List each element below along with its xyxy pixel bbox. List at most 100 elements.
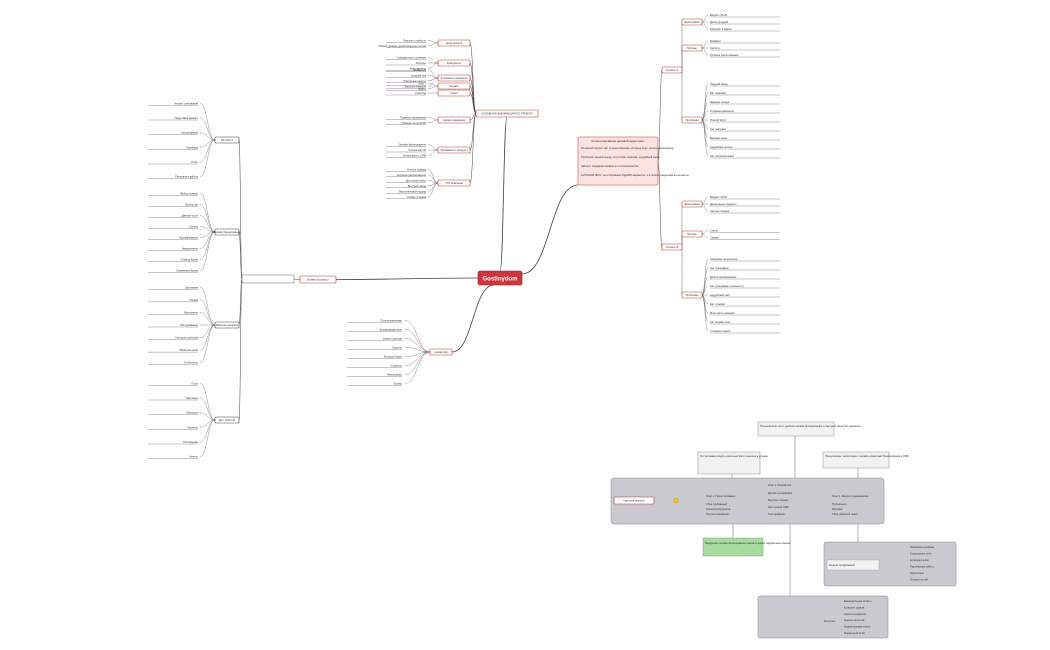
- control-leaf: Анализ конверсии: [844, 612, 866, 616]
- segment-leaf-connector: [701, 196, 709, 205]
- segmentation-line: Проблема: ранний выезд, отсутствие парко…: [581, 155, 661, 159]
- bottom-leaf: Студенты: [390, 364, 402, 368]
- segment-node[interactable]: Сегмент А: [661, 66, 683, 74]
- left-leaf-connector: [199, 412, 216, 421]
- segment-sub[interactable]: Мотивы: [681, 230, 703, 238]
- segment-connector: [657, 69, 663, 162]
- channel-leaf: Отзывы гостей: [910, 578, 928, 582]
- segment-leaf: Комфорт: [710, 39, 722, 43]
- top-leaf-connector: [427, 117, 439, 121]
- segment-sub[interactable]: Демография: [681, 200, 703, 208]
- root-node[interactable]: Gostinydom: [477, 270, 523, 286]
- segment-leaf-connector: [701, 285, 709, 296]
- process-start[interactable]: Карточка проекта: [613, 496, 655, 505]
- top-leaf-connector: [427, 57, 439, 64]
- segment-leaf: Мало фото номеров: [710, 311, 735, 315]
- left-group-box: [214, 416, 240, 424]
- diagram-note: [822, 451, 890, 469]
- left-group-connector: [238, 139, 243, 280]
- top-sub-connector: [469, 92, 477, 114]
- top-subbranch[interactable]: Бюджет: [437, 82, 471, 90]
- segment-sub[interactable]: Проблемы: [681, 116, 703, 124]
- top-subbranch-box: [437, 39, 471, 47]
- top-leaf: Интеграция с CRM: [403, 154, 426, 158]
- top-subbranch-label: Конкуренты: [447, 61, 461, 65]
- left-group[interactable]: Доп. Этап ЦА: [214, 416, 240, 424]
- left-leaf: Передача в работу: [175, 175, 199, 179]
- segment-leaf: Нет парковки: [710, 91, 727, 95]
- segment-leaf-connector: [701, 119, 709, 139]
- left-leaf: Заселение: [185, 285, 198, 289]
- left-group[interactable]: Рабочие процессы: [214, 321, 240, 329]
- left-group-box: [214, 321, 240, 329]
- top-subbranch[interactable]: Требования к продукту: [437, 146, 471, 154]
- left-leaf-connector: [199, 215, 216, 233]
- top-leaf-connector: [427, 69, 439, 79]
- top-subbranch[interactable]: Ключевые показатели: [437, 74, 471, 82]
- top-leaf: Этап 2: [418, 87, 427, 91]
- root-to-top: [499, 116, 508, 272]
- left-group-connector: [238, 278, 243, 326]
- left-leaf: Контроль качества: [175, 336, 198, 340]
- top-subbranch[interactable]: Нормы поведения: [437, 116, 471, 124]
- segment-leaf-connector: [701, 267, 709, 296]
- bottom-leaf-connector: [404, 347, 431, 353]
- left-group[interactable]: КП Этап 0: [214, 136, 240, 144]
- left-leaf-connector: [199, 204, 216, 233]
- root-label: Gostinydom: [482, 277, 517, 283]
- top-leaf: Стандартные гостиницы: [397, 56, 427, 60]
- top-leaf: Хостелы: [416, 61, 426, 65]
- bottom-leaf-connector: [404, 338, 431, 353]
- top-leaf: Доступные цены: [406, 178, 426, 182]
- top-subbranch[interactable]: Сроки: [437, 89, 471, 97]
- segment-leaf-connector: [701, 203, 709, 212]
- segment-sub[interactable]: Проблемы: [681, 291, 703, 299]
- left-leaf: Уборка: [189, 298, 198, 302]
- top-leaf: Персональный подход: [399, 189, 427, 193]
- branch-left[interactable]: Бизнес-процессы: [299, 275, 337, 284]
- left-leaf-connector: [199, 287, 216, 326]
- left-leaf-connector: [199, 231, 216, 238]
- segment-sub[interactable]: Демография: [681, 18, 703, 26]
- top-leaf: Этап 1: [418, 81, 427, 85]
- left-leaf-connector: [199, 231, 216, 260]
- top-sub-connector: [469, 113, 477, 184]
- segment-sub[interactable]: Мотивы: [681, 44, 703, 52]
- control-leaf: Корректировка плана: [844, 625, 870, 629]
- control-leaf: Еженедельные отчёты: [844, 599, 871, 603]
- step2-item: Верстка страниц: [768, 498, 789, 502]
- left-group[interactable]: Онлайн бронирование: [213, 228, 241, 236]
- top-subbranch[interactable]: УТП Компании: [437, 179, 471, 187]
- branch-bottom[interactable]: Анализ ЦА: [429, 348, 453, 356]
- bottom-leaf-connector: [404, 351, 431, 384]
- segment-leaf: Чистота: [710, 46, 720, 50]
- segment-leaf: Статус: [710, 229, 719, 233]
- segment-sub-box: [681, 44, 703, 52]
- segmentation-line: АНТОНИМ ЛИКС: не отображаем ОДНИМ вариан…: [581, 173, 690, 177]
- left-leaf: Отчётность: [184, 361, 199, 365]
- segment-leaf: Сервис: [710, 236, 720, 240]
- left-leaf: Клиенты: [188, 425, 199, 429]
- segment-leaf: Ожидание на ресепшн: [710, 257, 738, 261]
- segmentation-line: Эмоция: ожидание комфорта и гостеприимст…: [581, 164, 639, 168]
- top-leaf: Уютные номера: [407, 167, 427, 171]
- step3-title: Этап 3. Запуск и продвижение: [832, 494, 869, 498]
- top-subbranch[interactable]: Конкуренты: [437, 59, 471, 67]
- top-subbranch-box: [437, 59, 471, 67]
- channel-leaf: Партнёрские сайты: [910, 565, 934, 569]
- top-leaf-connector: [427, 169, 439, 184]
- start-dot: [673, 497, 679, 504]
- segment-leaf: Нет завтрака: [710, 127, 726, 131]
- bottom-leaf: Командировочные: [380, 328, 403, 332]
- left-leaf-connector: [199, 419, 216, 428]
- segment-leaf-connector: [701, 47, 709, 56]
- step1-item: Прототипирование: [706, 512, 729, 516]
- left-leaf: Анализ требований: [174, 101, 198, 105]
- control-box: [757, 595, 889, 639]
- top-leaf: 3 месяца: [415, 91, 427, 95]
- segment-leaf-connector: [701, 230, 709, 235]
- segment-sub-box: [681, 18, 703, 26]
- branch-top[interactable]: ОСНОВНАЯ ИНФОРМАЦИЯ ПО ПРОЕКТУ: [475, 109, 539, 118]
- top-subbranch[interactable]: Цели проекта: [437, 39, 471, 47]
- segment-node[interactable]: Сегмент Б: [661, 243, 683, 251]
